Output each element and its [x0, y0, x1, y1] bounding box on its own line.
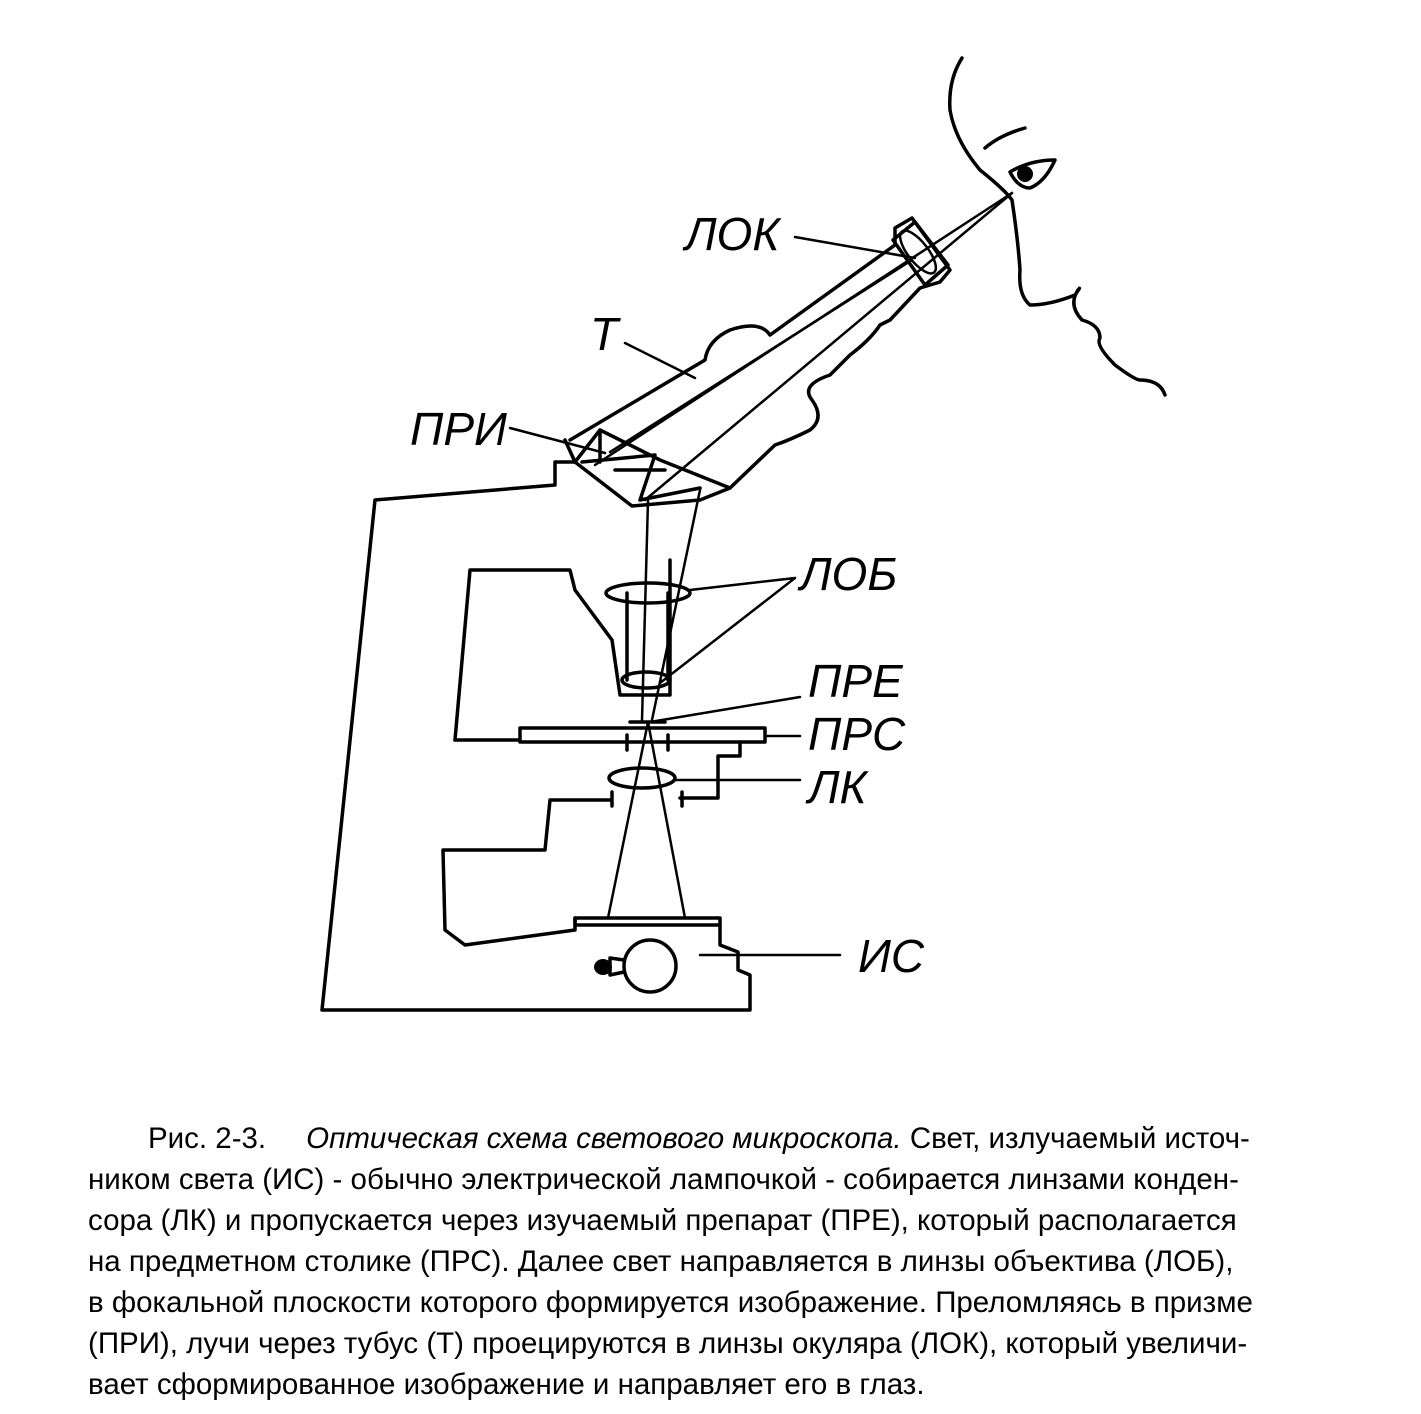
label-t: Т — [590, 308, 621, 360]
leader-lob — [658, 576, 797, 685]
caption-line-3: сора (ЛК) и пропускается через изучаемый… — [88, 1204, 1237, 1237]
stage — [518, 726, 767, 744]
eyebrow — [983, 126, 1027, 150]
label-is: ИС — [858, 930, 925, 982]
caption-line-1: Рис. 2-3. Оптическая схема светового микр… — [88, 1118, 1380, 1159]
leader-lok — [793, 235, 917, 260]
objective-holder-outline — [453, 558, 672, 742]
microscope-body-outline — [320, 438, 752, 1012]
caption-figure-number: Рис. 2-3. — [148, 1122, 267, 1155]
label-lk: ЛК — [805, 761, 870, 813]
ray-condenser-left — [606, 720, 650, 920]
objective-tube — [625, 591, 670, 682]
face-profile — [948, 56, 1167, 397]
objective-lens-lower — [620, 670, 672, 690]
leader-pre — [648, 695, 802, 724]
leader-t — [623, 341, 697, 380]
lamp-housing-top — [573, 916, 722, 927]
lamp-bulb-icon — [594, 938, 678, 994]
caption-line-7: вает сформированное изображение и направ… — [88, 1368, 925, 1401]
tube-outline-top — [568, 216, 952, 490]
condenser-lens — [607, 766, 677, 790]
label-pre: ПРЕ — [808, 655, 904, 707]
eyepiece — [891, 220, 950, 287]
ray-tube-2 — [643, 191, 1014, 502]
caption-line-6: (ПРИ), лучи через тубус (Т) проецируются… — [88, 1327, 1248, 1360]
objective-lens-upper — [604, 581, 692, 605]
caption-line-1-rest: Свет, излучаемый источ- — [909, 1122, 1250, 1155]
microscope-optical-diagram: ЛОК Т ПРИ ЛОБ ПРЕ ПРС ЛК ИС — [320, 56, 1167, 1012]
label-pri: ПРИ — [410, 403, 507, 455]
ray-tube-3 — [608, 258, 914, 454]
caption-line-2: ником света (ИС) - обычно электрической … — [88, 1163, 1239, 1196]
label-lok: ЛОК — [682, 208, 782, 260]
label-prs: ПРС — [808, 708, 906, 760]
eye-icon — [1008, 158, 1057, 190]
ray-objective-1 — [640, 498, 650, 722]
leader-pri — [508, 426, 607, 455]
ray-condenser-right — [646, 720, 687, 920]
ray-objective-2 — [650, 488, 702, 722]
condenser-bracket — [678, 740, 742, 800]
label-lob: ЛОБ — [797, 548, 897, 600]
caption-title: Оптическая схема светового микроскопа. — [306, 1122, 902, 1155]
caption-line-4: на предметном столике (ПРС). Далее свет … — [88, 1245, 1234, 1278]
caption-line-5: в фокальной плоскости которого формирует… — [88, 1286, 1253, 1319]
figure-caption: Рис. 2-3. Оптическая схема светового микр… — [88, 1118, 1380, 1405]
prism-internal-1 — [580, 428, 702, 502]
